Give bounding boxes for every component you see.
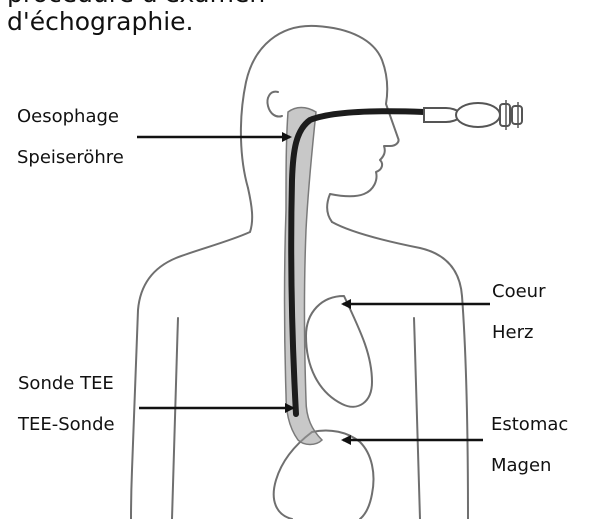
ear-outline [267,92,282,117]
arrows [137,137,490,440]
handle-neck [424,108,460,122]
handle-body [456,103,500,127]
tee-probe-handle [424,100,522,130]
label-estomac-fr: Estomac [491,414,568,436]
left-arm-inner-outline [172,318,178,519]
head-outline [241,26,399,222]
label-estomac-de: Magen [491,455,551,477]
label-sonde-fr: Sonde TEE [18,373,114,395]
handle-knob-2 [512,106,522,124]
neck-back-outline [131,188,252,519]
chest-outline [332,222,468,519]
handle-knob-1 [500,104,510,126]
label-oesophage-de: Speiseröhre [17,147,124,169]
right-arm-inner-outline [414,318,420,519]
label-coeur-fr: Coeur [492,281,545,303]
label-coeur-de: Herz [492,322,533,344]
stomach-outline [274,430,374,519]
label-sonde-de: TEE-Sonde [18,414,115,436]
heart-outline [306,296,372,407]
label-oesophage-fr: Oesophage [17,106,119,128]
